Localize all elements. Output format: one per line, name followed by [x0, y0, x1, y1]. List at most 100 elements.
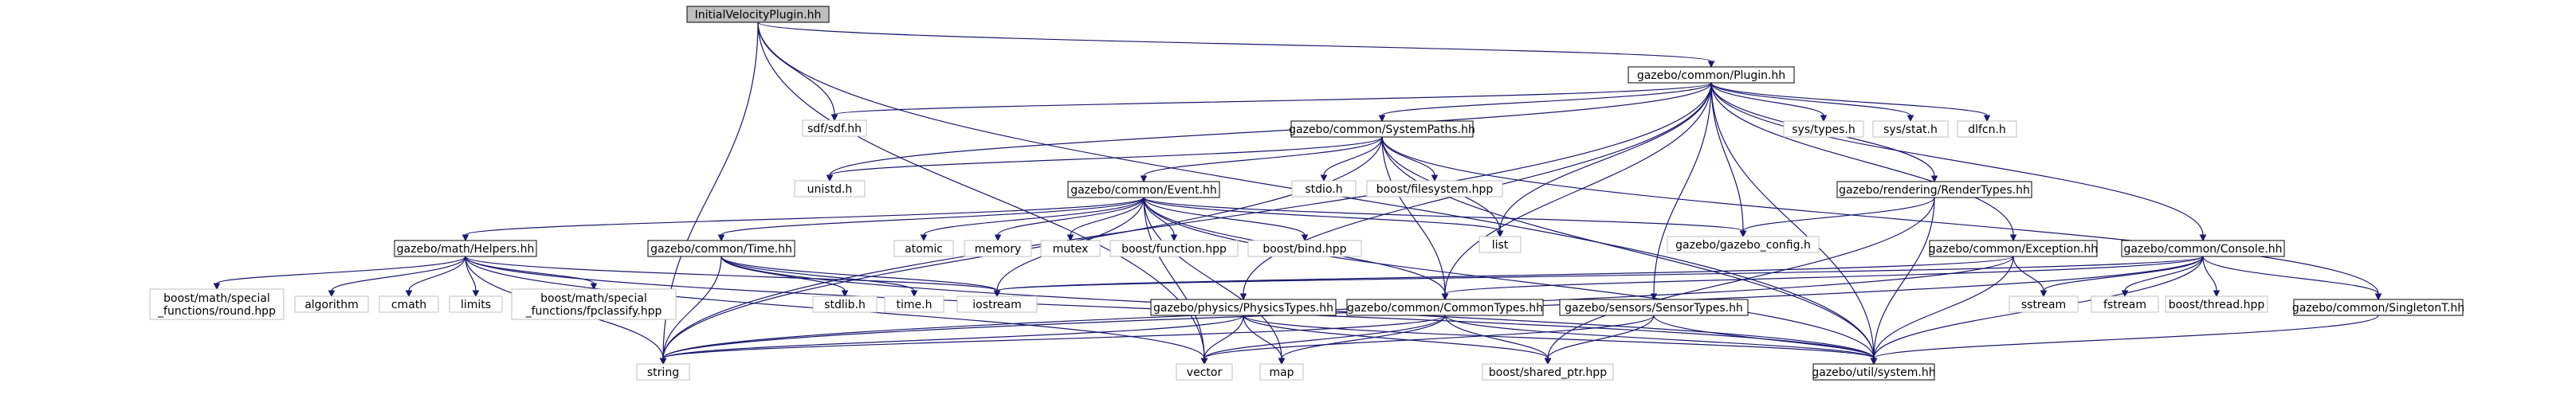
- node-exception[interactable]: gazebo/common/Exception.hh: [1929, 240, 2098, 257]
- node-mutex: mutex: [1040, 240, 1101, 257]
- node-limits: limits: [449, 295, 503, 313]
- node-label: _functions/fpclassify.hpp: [525, 305, 662, 318]
- edge-event-to-mutex: [1066, 197, 1145, 242]
- node-systypes: sys/types.h: [1783, 120, 1864, 138]
- node-sharedptr: boost/shared_ptr.hpp: [1482, 363, 1614, 381]
- edge-event-to-time: [717, 197, 1145, 242]
- node-label: gazebo/common/Event.hh: [1070, 184, 1217, 197]
- edge-event-to-atomic: [920, 197, 1145, 242]
- node-label: sstream: [2021, 299, 2066, 311]
- node-console[interactable]: gazebo/common/Console.hh: [2121, 240, 2285, 257]
- node-label: list: [1492, 239, 1509, 252]
- node-label: gazebo/common/Time.hh: [650, 243, 792, 256]
- node-label: unistd.h: [807, 183, 853, 196]
- node-label: sdf/sdf.hh: [807, 123, 862, 135]
- node-singleton[interactable]: gazebo/common/SingletonT.hh: [2292, 299, 2464, 316]
- node-fstream: fstream: [2091, 295, 2159, 313]
- node-time[interactable]: gazebo/common/Time.hh: [647, 240, 795, 257]
- edge-commontypes-to-system: [1444, 315, 1878, 366]
- node-list: list: [1478, 236, 1522, 253]
- edge-commontypes-to-string: [659, 315, 1446, 366]
- node-physicstypes[interactable]: gazebo/physics/PhysicsTypes.hh: [1150, 299, 1337, 316]
- edge-plugin-to-list: [1496, 82, 1712, 238]
- node-label: dlfcn.h: [1968, 123, 2006, 136]
- node-label: stdlib.h: [824, 299, 866, 311]
- node-sensortypes[interactable]: gazebo/sensors/SensorTypes.hh: [1559, 299, 1749, 316]
- node-label: gazebo/common/Plugin.hh: [1637, 69, 1785, 82]
- node-bind: boost/bind.hpp: [1247, 240, 1362, 257]
- node-rendertypes[interactable]: gazebo/rendering/RenderTypes.hh: [1836, 181, 2032, 198]
- node-label: gazebo/sensors/SensorTypes.hh: [1565, 302, 1743, 315]
- edge-console-to-sstream: [2040, 256, 2204, 298]
- edge-singleton-to-system: [1870, 315, 2379, 366]
- node-label: map: [1269, 366, 1294, 379]
- edge-physicstypes-to-vector: [1200, 315, 1244, 366]
- node-commontypes[interactable]: gazebo/common/CommonTypes.hh: [1346, 299, 1544, 316]
- node-label: algorithm: [304, 299, 359, 311]
- edge-plugin-to-sdf: [831, 82, 1712, 122]
- node-label: boost/filesystem.hpp: [1376, 183, 1494, 196]
- edge-event-to-memory: [994, 197, 1145, 242]
- node-atomic: atomic: [893, 240, 954, 257]
- node-systempaths[interactable]: gazebo/common/SystemPaths.hh: [1289, 120, 1475, 138]
- node-root[interactable]: InitialVelocityPlugin.hh: [686, 6, 830, 23]
- edge-commontypes-to-map: [1278, 315, 1446, 366]
- edge-helpers-to-roundhpp: [213, 256, 466, 291]
- node-label: boost/math/special: [163, 292, 270, 305]
- node-label: iostream: [972, 299, 1022, 311]
- node-label: gazebo/common/SystemPaths.hh: [1289, 123, 1475, 136]
- edge-sensortypes-to-system: [1653, 315, 1878, 366]
- edge-event-to-helpers: [461, 197, 1145, 242]
- edge-commontypes-to-sharedptr: [1444, 315, 1552, 366]
- node-label: sys/types.h: [1792, 123, 1855, 136]
- node-event[interactable]: gazebo/common/Event.hh: [1067, 181, 1220, 198]
- node-string: string: [636, 363, 690, 381]
- node-label: stdio.h: [1305, 183, 1342, 196]
- node-filesystem: boost/filesystem.hpp: [1366, 180, 1503, 198]
- edge-plugin-to-console: [1710, 82, 2207, 242]
- edge-physicstypes-to-sharedptr: [1243, 315, 1552, 366]
- edge-root-to-sdf: [757, 22, 838, 122]
- node-label: boost/math/special: [540, 292, 647, 305]
- node-plugin[interactable]: gazebo/common/Plugin.hh: [1628, 66, 1795, 84]
- node-label: fstream: [2103, 299, 2146, 311]
- node-label: gazebo/common/Exception.hh: [1929, 243, 2098, 256]
- edge-helpers-to-algorithm: [328, 256, 466, 298]
- edge-plugin-to-sensortypes: [1650, 82, 1712, 301]
- edge-plugin-to-gazeboconfig: [1710, 82, 1747, 238]
- node-label: string: [647, 366, 679, 379]
- node-sdf: sdf/sdf.hh: [802, 119, 867, 137]
- node-label: gazebo/gazebo_config.h: [1675, 239, 1811, 252]
- edge-sensortypes-to-vector: [1200, 315, 1655, 366]
- node-label: memory: [975, 243, 1022, 256]
- node-memory: memory: [964, 240, 1032, 257]
- node-label: cmath: [391, 299, 426, 311]
- edge-console-to-iostream: [993, 256, 2204, 298]
- edge-rendertypes-to-gazeboconfig: [1739, 197, 1935, 238]
- node-label: InitialVelocityPlugin.hh: [695, 9, 822, 22]
- edge-plugin-to-sysstat: [1710, 82, 1914, 123]
- node-fpclassify: boost/math/special_functions/fpclassify.…: [511, 288, 677, 320]
- node-label: gazebo/rendering/RenderTypes.hh: [1839, 184, 2030, 197]
- node-gazeboconfig: gazebo/gazebo_config.h: [1667, 236, 1820, 253]
- node-label: gazebo/common/SingletonT.hh: [2292, 302, 2464, 315]
- edge-systempaths-to-event: [1140, 136, 1383, 183]
- node-label: limits: [461, 299, 491, 311]
- node-sysstat: sys/stat.h: [1872, 120, 1949, 138]
- node-label: _functions/round.hpp: [157, 305, 276, 318]
- edge-physicstypes-to-string: [659, 315, 1244, 366]
- node-label: gazebo/common/CommonTypes.hh: [1347, 302, 1543, 315]
- node-helpers[interactable]: gazebo/math/Helpers.hh: [394, 240, 537, 257]
- edge-event-to-bind: [1143, 197, 1309, 242]
- edge-plugin-to-exception: [1710, 82, 2017, 242]
- edge-time-to-timeh: [721, 256, 918, 298]
- node-thread: boost/thread.hpp: [2165, 295, 2268, 313]
- node-iostream: iostream: [956, 295, 1038, 313]
- node-algorithm: algorithm: [294, 295, 369, 313]
- edge-console-to-commontypes: [1441, 256, 2204, 301]
- edge-plugin-to-dlfcn: [1710, 82, 1991, 123]
- node-sstream: sstream: [2009, 295, 2079, 313]
- node-system[interactable]: gazebo/util/system.hh: [1812, 363, 1936, 381]
- node-label: boost/function.hpp: [1121, 243, 1227, 256]
